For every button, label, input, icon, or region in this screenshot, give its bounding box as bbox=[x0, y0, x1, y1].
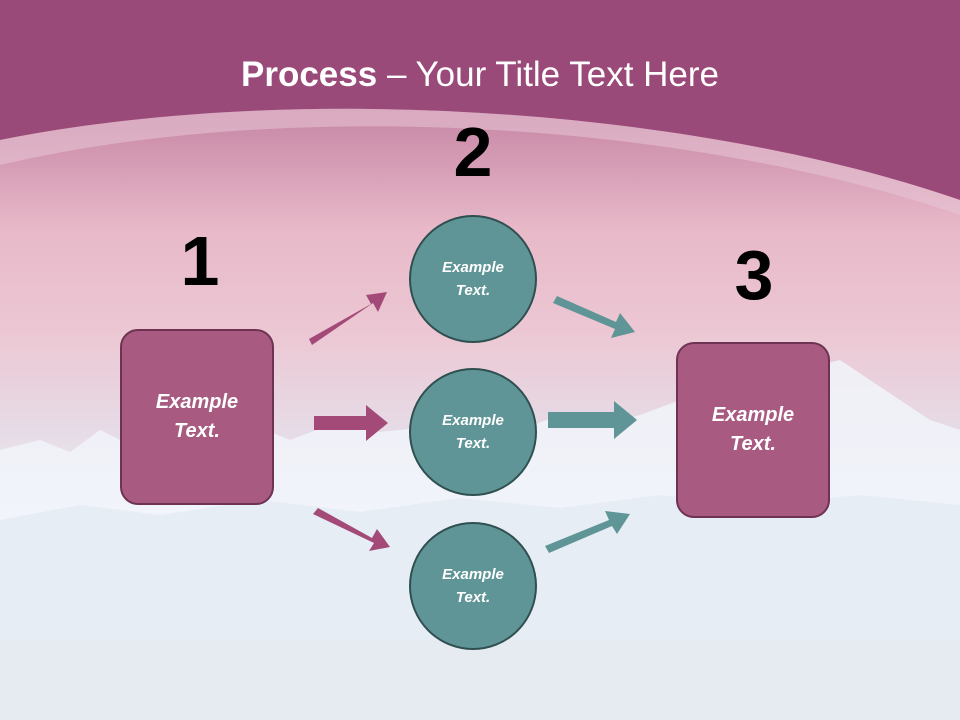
water bbox=[0, 640, 960, 720]
arrow-icon bbox=[548, 401, 637, 439]
box-text-line: Example bbox=[155, 391, 239, 413]
box-text-line: Text. bbox=[730, 433, 776, 455]
arrow-icon bbox=[545, 511, 630, 553]
circle-text: Example Text. bbox=[428, 409, 518, 455]
step-circle-bottom: Example Text. bbox=[409, 522, 537, 650]
step-number-3: 3 bbox=[734, 236, 774, 314]
circle-text-line: Example bbox=[442, 412, 504, 429]
arrow-icon bbox=[553, 296, 635, 338]
arrow-icon bbox=[314, 405, 388, 441]
step-number-1: 1 bbox=[180, 222, 220, 300]
step-circle-middle: Example Text. bbox=[409, 368, 537, 496]
circle-text-line: Example bbox=[442, 566, 504, 583]
step-circle-top: Example Text. bbox=[409, 215, 537, 343]
circle-text: Example Text. bbox=[428, 256, 518, 302]
step-number-2: 2 bbox=[453, 113, 493, 191]
step-box-1: Example Text. bbox=[120, 329, 274, 505]
title-rest: – Your Title Text Here bbox=[377, 55, 719, 94]
circle-text-line: Text. bbox=[455, 282, 491, 299]
circle-text-line: Example bbox=[442, 259, 504, 276]
arrow-icon bbox=[313, 508, 390, 551]
circle-text-line: Text. bbox=[455, 589, 491, 606]
slide-title: Process – Your Title Text Here bbox=[0, 54, 960, 96]
step-box-3-text: Example Text. bbox=[688, 401, 818, 459]
arrow-icon bbox=[309, 292, 387, 345]
box-text-line: Text. bbox=[174, 420, 220, 442]
box-text-line: Example bbox=[711, 404, 795, 426]
circle-text-line: Text. bbox=[455, 435, 491, 452]
header-arc-light bbox=[0, 108, 960, 215]
step-box-1-text: Example Text. bbox=[132, 388, 262, 446]
step-box-3: Example Text. bbox=[676, 342, 830, 518]
header-band bbox=[0, 0, 960, 200]
title-bold: Process bbox=[241, 55, 378, 94]
circle-text: Example Text. bbox=[428, 563, 518, 609]
